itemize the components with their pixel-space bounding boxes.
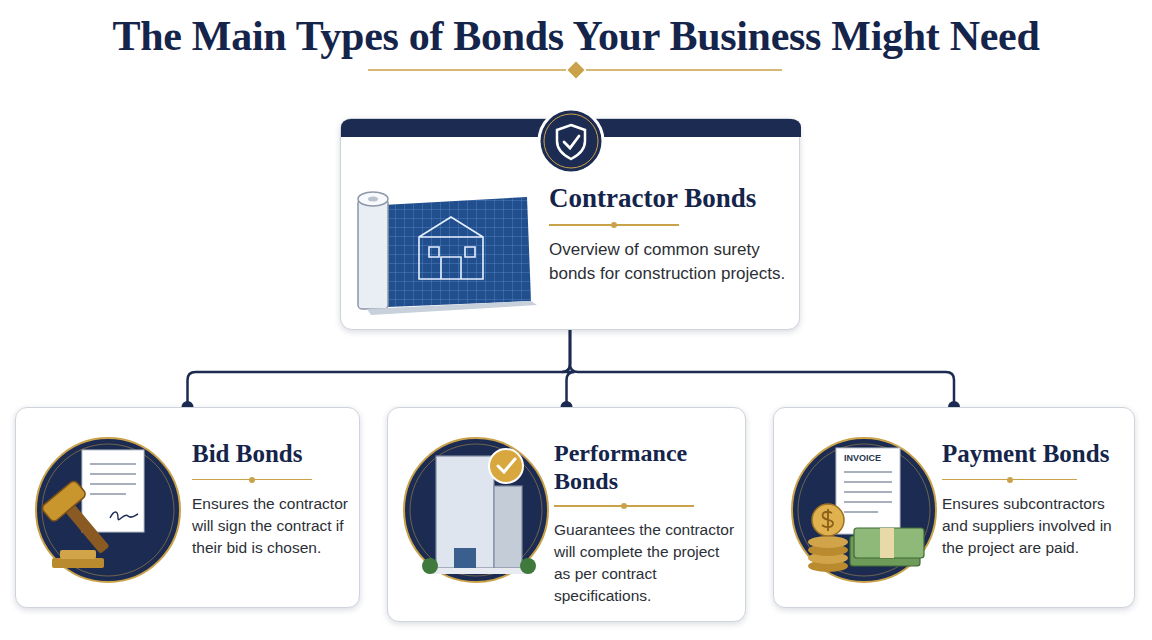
text-column: Bid BondsEnsures the contractor will sig… <box>192 440 352 559</box>
gold-rule <box>554 501 694 511</box>
connector-line <box>562 330 575 407</box>
text-column: Performance BondsGuarantees the contract… <box>554 440 736 607</box>
gold-rule <box>192 475 312 485</box>
bond-type-box: Performance BondsGuarantees the contract… <box>387 407 746 622</box>
node-heading: Contractor Bonds <box>549 183 787 214</box>
connector-line <box>188 330 571 407</box>
bond-type-box: Payment BondsEnsures subcontractors and … <box>773 407 1135 608</box>
gold-rule <box>942 475 1077 485</box>
overview-box: Contractor BondsOverview of common suret… <box>340 118 800 330</box>
node-description: Overview of common surety bonds for cons… <box>549 238 787 286</box>
node-heading: Bid Bonds <box>192 440 352 469</box>
node-description: Guarantees the contractor will complete … <box>554 519 736 607</box>
connector-line <box>570 330 954 407</box>
node-description: Ensures subcontractors and suppliers inv… <box>942 493 1126 559</box>
text-column: Payment BondsEnsures subcontractors and … <box>942 440 1126 559</box>
node-heading: Performance Bonds <box>554 440 736 495</box>
text-column: Contractor BondsOverview of common suret… <box>549 183 787 286</box>
node-description: Ensures the contractor will sign the con… <box>192 493 352 559</box>
bond-type-box: Bid BondsEnsures the contractor will sig… <box>15 407 360 608</box>
invoice-label: INVOICE <box>844 453 881 463</box>
gold-rule <box>549 220 679 230</box>
node-heading: Payment Bonds <box>942 440 1126 469</box>
diagram-title: The Main Types of Bonds Your Business Mi… <box>0 12 1152 60</box>
tree-connector <box>182 330 571 413</box>
tree-connector <box>570 330 960 413</box>
